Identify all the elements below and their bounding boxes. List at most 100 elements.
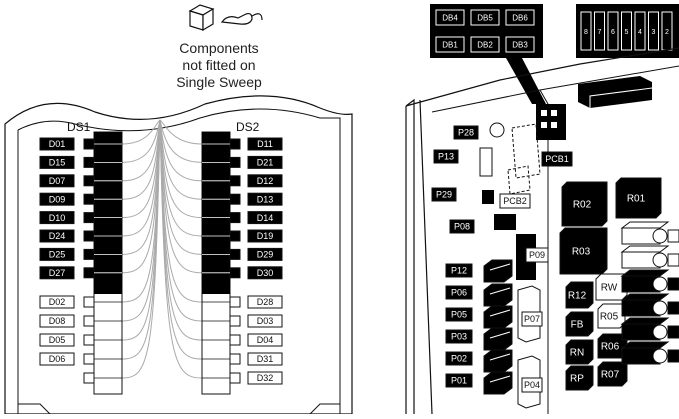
- ds2-tag-D12: D12: [247, 174, 283, 188]
- ds1-tag-D10-box: [39, 211, 75, 225]
- p28-component: [489, 122, 505, 138]
- pin-socket: [83, 296, 95, 308]
- ds1-tag-D15-box: [39, 155, 75, 169]
- db-tag-DB3-text: DB3: [512, 40, 528, 49]
- ds1-tag-D07: D07: [39, 174, 75, 188]
- terminal-top: [620, 245, 670, 253]
- ds2-tag-D03-box: [247, 314, 283, 328]
- ds1-pins: [83, 138, 122, 384]
- db-tag-DB4: DB4: [435, 9, 465, 26]
- tag-p06-box: [445, 285, 473, 300]
- fuse-line: [489, 263, 511, 271]
- ds2-tag-D28-box: [247, 295, 283, 309]
- pin-socket: [229, 193, 241, 205]
- db-tag-DB6: DB6: [505, 9, 535, 26]
- ds1-tag-D07-text: D07: [49, 176, 66, 186]
- ds2-tag-D19: D19: [247, 229, 283, 243]
- ds2-tag-D04: D04: [247, 333, 283, 347]
- tag-p12-box: [445, 263, 473, 278]
- ds2-tag-D03-text: D03: [257, 316, 274, 326]
- ds2-tag-D19-box: [247, 229, 283, 243]
- fuse-holder: [483, 349, 513, 373]
- ds1-tag-D27-text: D27: [49, 268, 66, 278]
- component-cube-icon: [188, 4, 215, 32]
- tag-pcb2: PCB2: [499, 193, 531, 209]
- tag-p02-text: P02: [451, 354, 467, 364]
- ds1-tag-D07-box: [39, 174, 75, 188]
- ds1-tag-D15: D15: [39, 155, 75, 169]
- relay-r07-label: R07: [601, 370, 620, 381]
- db-tag-DB5-box: [470, 9, 500, 26]
- connector-traces: [121, 119, 203, 379]
- relay-r01-body: [615, 177, 662, 219]
- relay-r01: R01: [615, 177, 662, 219]
- ds1-label: DS1: [67, 120, 91, 134]
- terminal-screw: [652, 276, 668, 292]
- db-tag-DB5: DB5: [470, 9, 500, 26]
- pin-cell: [648, 11, 659, 51]
- left-board: DS1 DS2 D01D15D07D09D10D24D25D27D02D08D0…: [4, 95, 353, 414]
- pin-socket: [229, 334, 241, 346]
- pin-socket: [83, 372, 95, 384]
- relay-r06-label: R06: [601, 342, 620, 353]
- pin-cell: [634, 11, 646, 51]
- relay-r02-label: R02: [573, 200, 592, 211]
- fuse-line: [489, 287, 511, 295]
- ds2-tag-D32: D32: [247, 371, 283, 385]
- relay-r05-label: R05: [600, 312, 619, 323]
- relay-r01-label: R01: [627, 194, 646, 205]
- pin-socket: [229, 248, 241, 260]
- ds2-tag-D31-text: D31: [257, 354, 274, 364]
- ds1-connector-fitted: [94, 132, 122, 294]
- pin-cell: [607, 11, 619, 51]
- ds2-tag-D30-box: [247, 266, 283, 280]
- pin-socket: [83, 138, 95, 150]
- ds1-tag-D15-text: D15: [49, 158, 66, 168]
- trace-line: [121, 119, 203, 379]
- tag-p09: P09: [525, 247, 549, 263]
- pin-socket: [83, 248, 95, 260]
- relay-rn: RN: [565, 339, 594, 365]
- ds2-tag-D28: D28: [247, 295, 283, 309]
- tag-p08-box: [449, 219, 475, 234]
- ds2-tag-D03: D03: [247, 314, 283, 328]
- db-tag-DB4-text: DB4: [442, 13, 458, 22]
- fuse-holder: [483, 259, 513, 283]
- ds1-tag-D27: D27: [39, 266, 75, 280]
- relay-rp-label: RP: [570, 374, 584, 385]
- ds2-tag-D32-box: [247, 371, 283, 385]
- pin-cell: [594, 11, 605, 51]
- ds1-tag-D08: D08: [39, 314, 75, 328]
- terminal-top: [620, 293, 670, 301]
- ds1-tag-D25: D25: [39, 247, 75, 261]
- ds1-tag-D08-box: [39, 314, 75, 328]
- pin-socket: [83, 156, 95, 168]
- ds1-tag-D09: D09: [39, 192, 75, 206]
- right-tags: P28P13P29P08P09PCB1PCB2P12P06P05P03P02P0…: [431, 125, 573, 393]
- tag-p01: P01: [445, 373, 473, 388]
- pin-number: 3: [652, 29, 656, 36]
- ds2-tag-D31-box: [247, 352, 283, 366]
- ds1-tag-D27-box: [39, 266, 75, 280]
- ds1-tag-D09-text: D09: [49, 194, 66, 204]
- terminal-screw: [652, 228, 668, 244]
- relay-r03-body: [559, 227, 608, 275]
- relay-r12-label: R12: [568, 291, 587, 302]
- relay-r12-body: [565, 281, 594, 309]
- pin-cell: [621, 11, 632, 51]
- pin-socket: [229, 230, 241, 242]
- pin-socket: [229, 296, 241, 308]
- ds1-tag-D24-text: D24: [49, 231, 66, 241]
- ds2-tag-D04-box: [247, 333, 283, 347]
- fuse-holders: [483, 259, 541, 409]
- relay-fb: FB: [565, 311, 594, 337]
- ds2-tag-D14-text: D14: [257, 213, 274, 223]
- fuse-holder: [483, 327, 513, 351]
- relay-rp: RP: [565, 365, 594, 391]
- fuse-holder: [483, 305, 513, 329]
- relay-r02-body: [561, 181, 608, 227]
